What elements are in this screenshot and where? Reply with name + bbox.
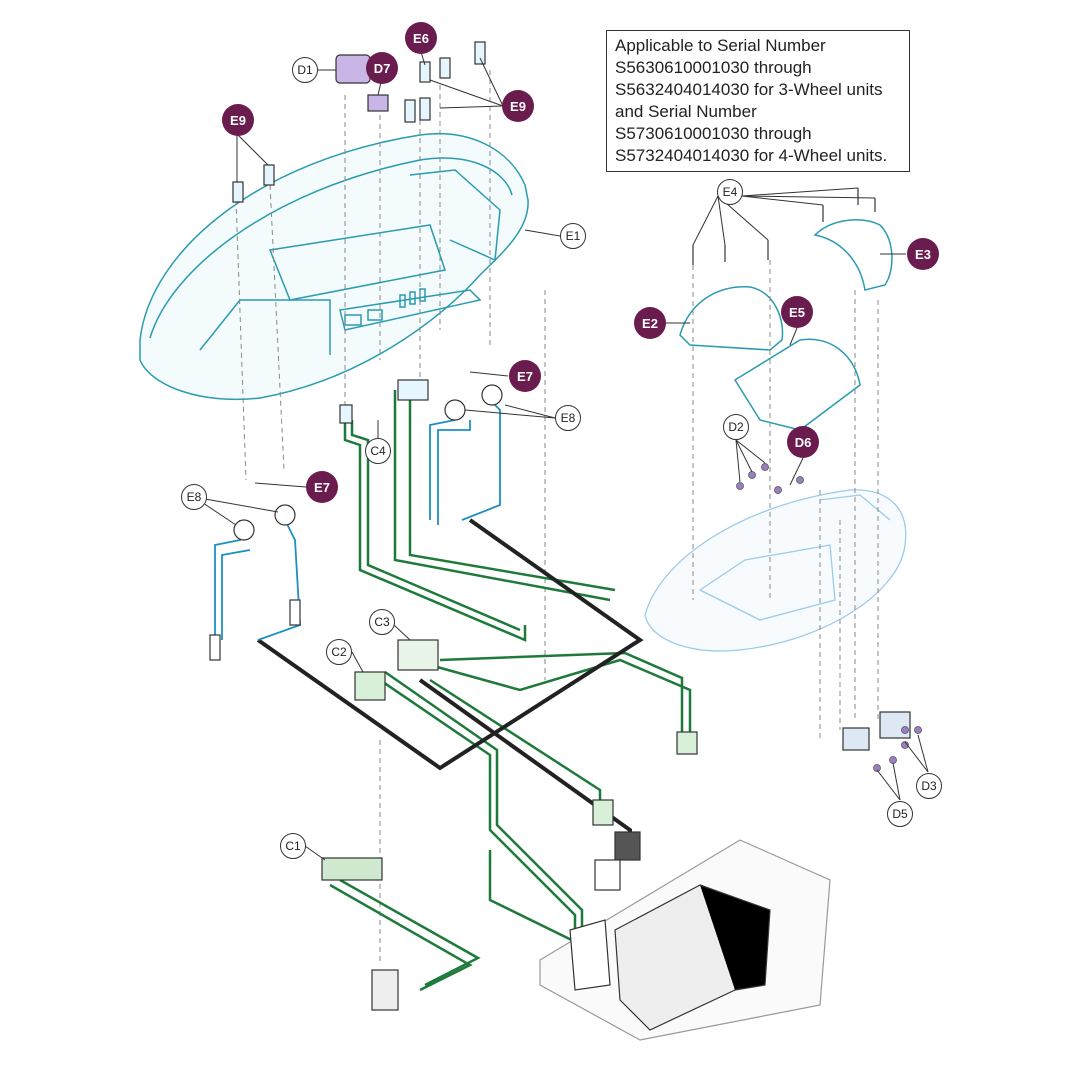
note-line: S5732404014030 for 4-Wheel units. [615, 146, 888, 165]
callout-c4: C4 [365, 438, 391, 464]
note-line: S5730610001030 through [615, 124, 812, 143]
note-line: S5632404014030 for 3-Wheel units [615, 80, 883, 99]
callout-e7-left: E7 [306, 471, 338, 503]
assembly-guide-lines [235, 70, 879, 965]
screws [736, 463, 922, 772]
leader-lines [193, 51, 929, 861]
callout-c2: C2 [326, 639, 352, 665]
callout-e4: E4 [717, 179, 743, 205]
callout-e1: E1 [560, 223, 586, 249]
callout-c3: C3 [369, 609, 395, 635]
front-shroud-small [644, 489, 907, 652]
callout-e9-top: E9 [502, 90, 534, 122]
callout-d5: D5 [887, 801, 913, 827]
black-harness [256, 518, 644, 845]
callout-e8-left: E8 [181, 484, 207, 510]
callout-e3: E3 [907, 238, 939, 270]
e4-screws [692, 188, 876, 265]
note-line: Applicable to Serial Number [615, 36, 826, 55]
callout-d6: D6 [787, 426, 819, 458]
callout-e7-right: E7 [509, 360, 541, 392]
serial-number-note: Applicable to Serial Number S56306100010… [606, 30, 910, 172]
callout-e2: E2 [634, 307, 666, 339]
rear-shroud-e1 [139, 133, 529, 401]
note-line: S5630610001030 through [615, 58, 812, 77]
connectors [209, 41, 911, 1011]
controller-module [539, 839, 831, 1041]
callout-d1: D1 [292, 57, 318, 83]
callout-d2: D2 [723, 414, 749, 440]
callout-e9-left: E9 [222, 104, 254, 136]
callout-e5: E5 [781, 296, 813, 328]
green-harness [329, 390, 692, 992]
callout-e6: E6 [405, 22, 437, 54]
callout-c1: C1 [280, 833, 306, 859]
callout-e8-right: E8 [555, 405, 581, 431]
callout-d3: D3 [916, 773, 942, 799]
cover-caps [679, 219, 893, 431]
note-line: and Serial Number [615, 102, 757, 121]
callout-d7: D7 [366, 52, 398, 84]
